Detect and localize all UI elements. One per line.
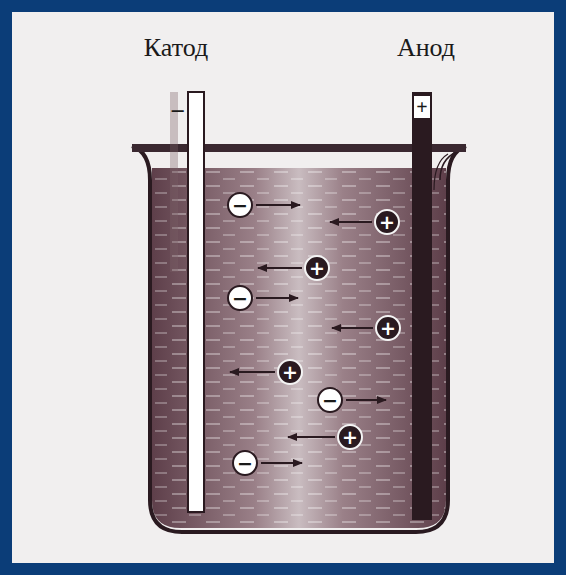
anion-circle: − [317,387,343,413]
ion-charge: − [232,289,248,308]
ion-charge: + [309,259,325,278]
cation-circle: + [375,315,401,341]
polarity-sign: + [416,97,427,117]
polarity-sign: − [171,99,186,125]
cation-circle: + [374,209,400,235]
anion-circle: − [227,285,253,311]
ion-charge: − [232,196,248,215]
cation-circle: + [277,359,303,385]
ion-charge: + [282,363,298,382]
ion-charge: + [342,428,358,447]
electrode-name: Анод [397,35,455,61]
anion-circle: − [227,192,253,218]
ion-charge: + [380,319,396,338]
electrode-name: Катод [144,35,208,61]
ion-charge: + [379,213,395,232]
ion-charge: − [237,454,253,473]
anion-circle: − [232,450,258,476]
ion-charge: − [322,391,338,410]
cation-circle: + [337,424,363,450]
cation-circle: + [304,255,330,281]
